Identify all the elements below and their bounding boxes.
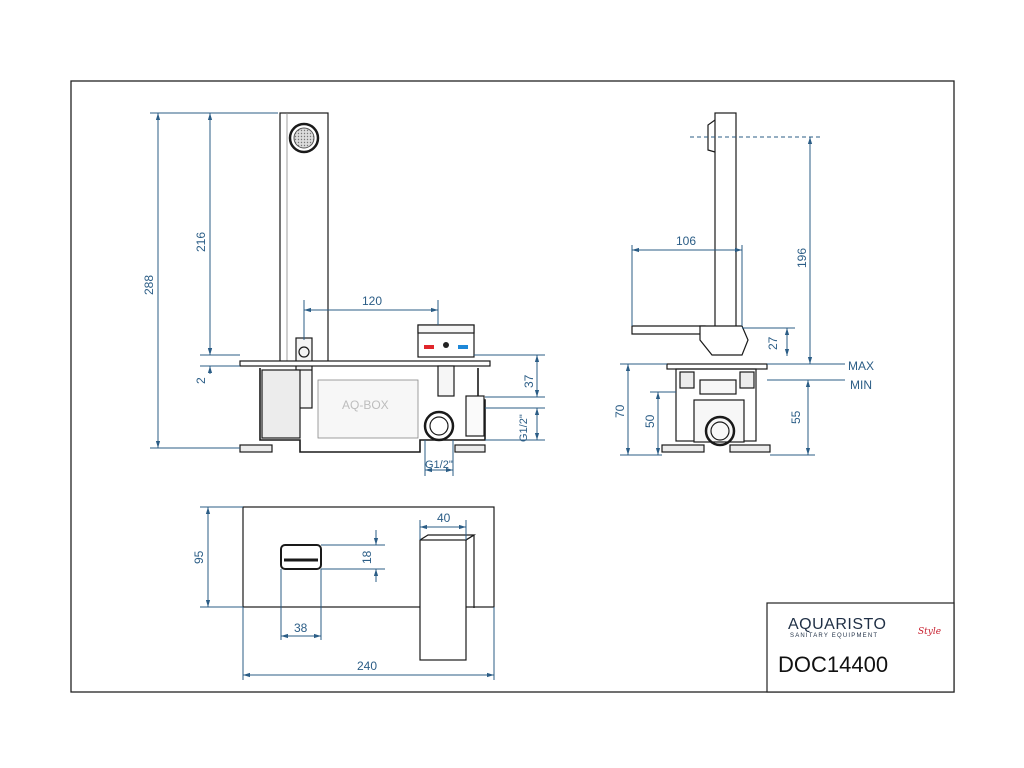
front-inlet-icon	[423, 410, 455, 442]
dim-inlet-height: G1/2"	[518, 414, 530, 442]
dim-outlet-width: 38	[294, 621, 308, 635]
dim-side-spout-height: 196	[795, 248, 809, 268]
aerator-icon	[288, 122, 320, 154]
aq-box-label: AQ-BOX	[342, 398, 389, 412]
brand-name: AQUARISTO	[788, 616, 886, 633]
dim-projection: 106	[676, 234, 696, 248]
side-inlet-icon	[704, 415, 736, 447]
dim-plate-width: 240	[357, 659, 377, 673]
dim-spout-depth: 18	[360, 550, 374, 564]
title-block: AQUARISTO SANITARY EQUIPMENT Style DOC14…	[766, 602, 955, 693]
side-spout	[714, 112, 737, 329]
dim-plate-gap: 2	[194, 377, 208, 384]
top-dimensions	[200, 506, 495, 680]
front-cover-plate	[239, 360, 491, 367]
dim-box-depth: 70	[613, 404, 627, 418]
dim-spout-width: 40	[437, 511, 451, 525]
side-dimensions	[620, 136, 845, 456]
document-code: DOC14400	[778, 652, 888, 677]
dim-lever-height: 27	[766, 336, 780, 350]
top-plate	[242, 506, 495, 608]
cold-indicator	[458, 345, 468, 349]
dim-inlet-width: G1/2"	[425, 459, 453, 471]
label-max: MAX	[848, 359, 874, 373]
brand-tagline: SANITARY EQUIPMENT	[790, 633, 878, 639]
top-outlet	[280, 544, 322, 570]
dim-offset: 120	[362, 294, 382, 308]
dim-overall-height: 288	[142, 275, 156, 295]
drawing-frame	[70, 80, 955, 693]
dim-inlet-center: 50	[643, 414, 657, 428]
brand-script: Style	[918, 627, 941, 637]
hot-indicator	[424, 345, 434, 349]
side-lever	[631, 325, 706, 335]
dim-box-top: 37	[522, 374, 536, 388]
side-view	[631, 112, 771, 453]
front-view	[239, 112, 491, 453]
dim-right-depth: 55	[789, 410, 803, 424]
label-min: MIN	[850, 378, 872, 392]
top-handle	[419, 539, 467, 661]
dim-spout-height: 216	[194, 232, 208, 252]
dim-plate-height: 95	[192, 550, 206, 564]
front-dimensions	[150, 112, 545, 476]
top-view	[242, 506, 495, 661]
